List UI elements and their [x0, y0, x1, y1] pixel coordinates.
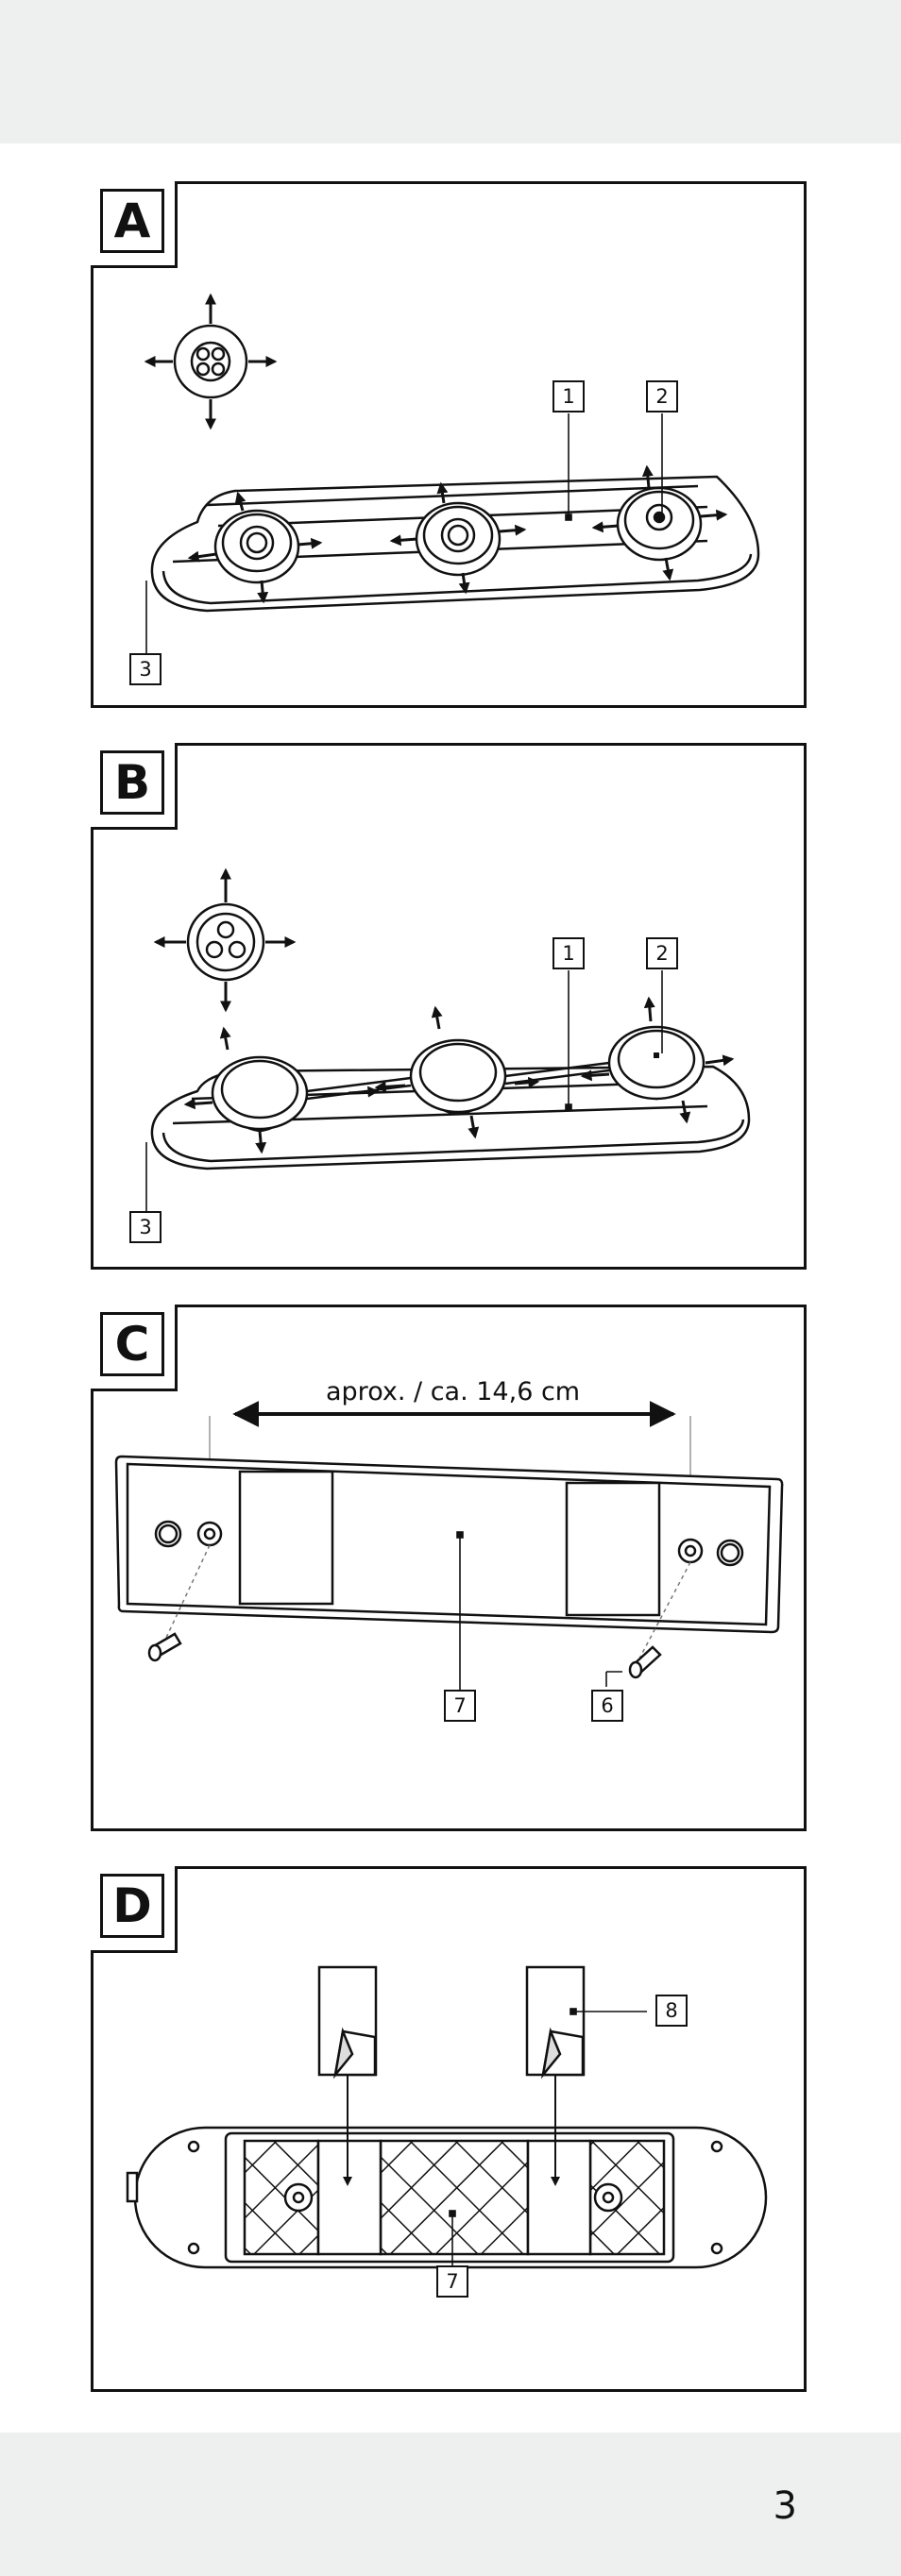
- panel-d-illustration: [94, 1869, 809, 2395]
- led-head-center: [416, 503, 500, 575]
- four-led-head-icon: [146, 295, 275, 428]
- panel-d: D 8 7: [91, 1866, 807, 2392]
- callout-2: 2: [646, 937, 678, 969]
- led-head-right: [609, 1027, 704, 1099]
- adhesive-pad-right: [527, 1967, 584, 2075]
- led-head-left: [212, 1057, 307, 1131]
- panel-d-letter: D: [100, 1874, 164, 1938]
- panel-c-letter-box: C: [91, 1305, 178, 1391]
- callout-1: 1: [552, 380, 585, 412]
- panel-d-letter-box: D: [91, 1866, 178, 1953]
- callout-2: 2: [646, 380, 678, 412]
- panel-c: C aprox. / ca. 14,6 cm 7 6: [91, 1305, 807, 1831]
- panel-b-illustration: [94, 746, 809, 1272]
- callout-1: 1: [552, 937, 585, 969]
- dimension-label: aprox. / ca. 14,6 cm: [326, 1377, 580, 1406]
- callout-6: 6: [591, 1690, 623, 1722]
- callout-3: 3: [129, 1211, 162, 1243]
- adhesive-pad-left: [319, 1967, 376, 2075]
- led-head-right: [618, 488, 701, 560]
- panel-a: A 1 2 3: [91, 181, 807, 708]
- page-number: 3: [774, 2484, 797, 2528]
- callout-7: 7: [436, 2265, 468, 2298]
- bottom-margin-band: [0, 2433, 901, 2576]
- panel-a-letter-box: A: [91, 181, 178, 268]
- led-head-center: [411, 1040, 505, 1114]
- panel-a-illustration: [94, 184, 809, 711]
- callout-3: 3: [129, 653, 162, 685]
- panel-b-letter-box: B: [91, 743, 178, 830]
- panel-c-letter: C: [100, 1312, 164, 1376]
- callout-8: 8: [655, 1995, 688, 2027]
- callout-7: 7: [444, 1690, 476, 1722]
- three-led-head-icon: [156, 870, 294, 1010]
- top-margin-band: [0, 0, 901, 143]
- panel-b-letter: B: [100, 750, 164, 815]
- grip-pattern: [245, 2141, 664, 2254]
- panel-a-letter: A: [100, 189, 164, 253]
- panel-b: B 1 2 3: [91, 743, 807, 1270]
- led-head-left: [215, 511, 298, 582]
- mounting-plate: [116, 1456, 782, 1632]
